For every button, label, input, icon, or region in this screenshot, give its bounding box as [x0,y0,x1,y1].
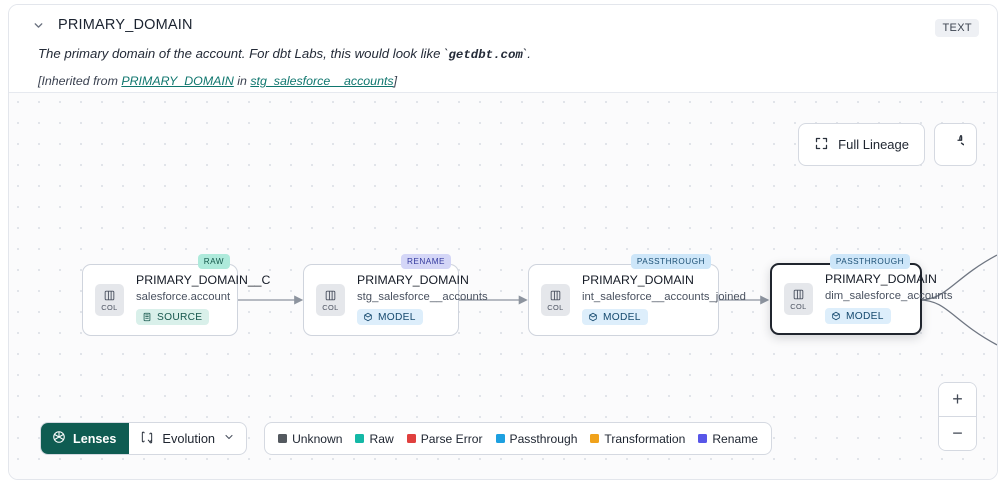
column-chip: COL [95,284,124,316]
chevron-down-icon[interactable] [31,18,45,32]
node-tag: RAW [197,254,230,269]
legend-swatch [355,434,365,443]
legend-label: Raw [369,431,394,446]
canvas-toolbar: Lenses Evolution [40,422,773,455]
legend-item: Parse Error [406,431,483,446]
node-body: PRIMARY_DOMAIN int_salesforce__accounts_… [582,273,746,327]
node-name: PRIMARY_DOMAIN [357,273,469,287]
column-chip-label: COL [101,302,118,312]
zoom-in-button[interactable]: + [939,383,976,417]
lineage-edges [237,254,997,346]
legend-swatch [495,434,505,443]
node-name: PRIMARY_DOMAIN [825,272,937,286]
description-prefix: The primary domain of the account. For d… [38,46,449,61]
node-subtitle: salesforce.account [136,291,231,303]
cube-icon [364,312,372,322]
node-body: PRIMARY_DOMAIN stg_salesforce__accounts … [357,273,488,327]
description-code: getdbt.com [448,48,523,62]
lineage-node-selected[interactable]: PASSTHROUGH COL PRIMARY_DOMAIN dim_sales… [770,254,952,335]
inherited-prefix: [Inherited from [38,74,122,88]
page-title: PRIMARY_DOMAIN [58,17,193,33]
lineage-node[interactable]: PASSTHROUGH COL PRIMARY_DOMAIN int_sales… [528,254,746,336]
lenses-segment: Lenses Evolution [40,422,248,455]
cube-icon [832,311,840,321]
legend-swatch [590,434,600,443]
legend-item: Raw [355,431,394,446]
cube-icon [589,312,597,322]
column-chip-label: COL [790,301,807,311]
column-chip: COL [316,284,345,316]
node-subtitle: stg_salesforce__accounts [357,291,488,303]
column-description: The primary domain of the account. For d… [38,46,531,62]
evolution-label: Evolution [162,431,216,446]
full-lineage-label: Full Lineage [838,137,909,152]
column-type-badge: TEXT [935,19,979,37]
inherited-note: [Inherited from PRIMARY_DOMAIN in stg_sa… [38,74,397,88]
node-type-badge: SOURCE [136,309,210,325]
node-name: PRIMARY_DOMAIN [582,273,694,287]
zoom-controls: + − [938,382,977,451]
node-type-badge: MODEL [357,309,423,325]
legend-swatch [406,434,416,443]
legend-label: Unknown [292,431,343,446]
aperture-icon [52,430,66,447]
legend-label: Rename [712,431,759,446]
canvas-controls: Full Lineage [798,123,977,166]
node-type-badge: MODEL [582,309,648,325]
lenses-button[interactable]: Lenses [41,423,130,454]
node-type-label: MODEL [846,310,884,322]
column-chip-label: COL [322,302,339,312]
column-header: PRIMARY_DOMAIN TEXT The primary domain o… [9,5,997,93]
lineage-legend: Unknown Raw Parse Error Passthrough Tran… [264,422,773,455]
zoom-out-button[interactable]: − [939,417,976,450]
legend-label: Parse Error [420,431,483,446]
legend-item: Rename [698,432,758,446]
legend-label: Passthrough [509,431,578,446]
legend-label: Transformation [604,431,686,446]
description-suffix: `. [522,46,531,61]
legend-swatch [278,434,288,443]
node-name: PRIMARY_DOMAIN__C [136,273,271,287]
node-subtitle: dim_salesforce_accounts [825,290,953,302]
column-lineage-panel: PRIMARY_DOMAIN TEXT The primary domain o… [8,4,998,480]
legend-swatch [698,434,708,443]
node-body: PRIMARY_DOMAIN__C salesforce.account SOU… [136,273,270,327]
node-tag: PASSTHROUGH [829,254,910,269]
evolution-dropdown[interactable]: Evolution [129,423,246,454]
full-lineage-button[interactable]: Full Lineage [798,123,925,166]
refresh-button[interactable] [934,123,977,166]
lenses-label: Lenses [73,431,117,446]
node-tag: PASSTHROUGH [630,254,711,269]
expand-icon [814,136,829,154]
column-chip: COL [784,283,813,315]
chevron-down-icon [223,431,235,446]
node-type-label: MODEL [603,311,641,323]
node-body: PRIMARY_DOMAIN dim_salesforce_accounts M… [825,272,952,326]
inherited-column-link[interactable]: PRIMARY_DOMAIN [121,74,234,88]
node-type-badge: MODEL [825,308,891,324]
legend-item: Unknown [278,432,342,446]
node-type-label: SOURCE [157,311,203,323]
inherited-suffix: ] [393,74,398,88]
column-chip-label: COL [547,302,564,312]
lineage-node[interactable]: RENAME COL PRIMARY_DOMAIN stg_salesforce… [303,254,488,336]
node-type-label: MODEL [378,311,416,323]
refresh-icon [947,131,973,155]
database-icon [143,312,151,322]
column-header-row: PRIMARY_DOMAIN [31,17,193,33]
column-chip: COL [541,284,570,316]
evolution-icon [140,430,154,448]
node-subtitle: int_salesforce__accounts_joined [582,291,746,303]
node-tag: RENAME [400,254,451,269]
inherited-mid: in [233,74,251,88]
lineage-node[interactable]: RAW COL PRIMARY_DOMAIN__C salesforce.acc… [82,254,270,336]
legend-item: Transformation [590,432,685,446]
legend-item: Passthrough [495,431,578,446]
inherited-model-link[interactable]: stg_salesforce__accounts [250,74,394,88]
lineage-canvas[interactable]: RAW COL PRIMARY_DOMAIN__C salesforce.acc… [9,93,997,479]
